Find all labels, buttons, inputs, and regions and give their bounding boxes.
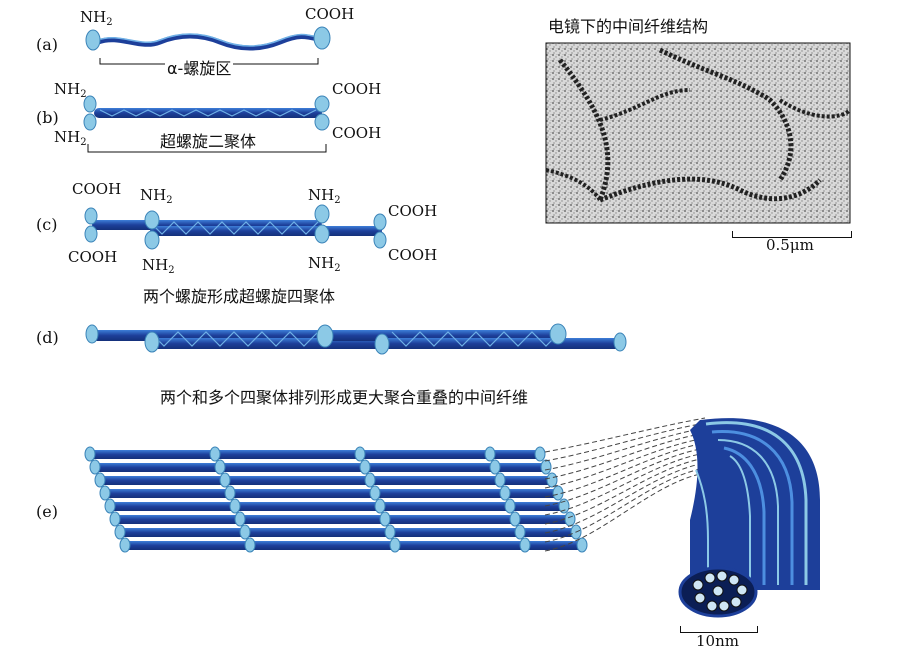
nh2-c-left-top: NH2 <box>140 186 173 206</box>
em-scale-bar <box>732 231 852 238</box>
cooh-b-bottom: COOH <box>332 124 382 142</box>
cooh-b-top: COOH <box>332 80 382 98</box>
cooh-c-left-bottom: COOH <box>68 248 118 266</box>
dimer-b <box>83 95 330 153</box>
label-e: (e) <box>36 502 58 521</box>
em-scale-label: 0.5μm <box>766 236 814 254</box>
em-micrograph <box>545 42 852 224</box>
filament-sheet-e <box>84 446 588 553</box>
nh2-c-left-bottom: NH2 <box>142 256 175 276</box>
nh2-a: NH2 <box>80 8 113 28</box>
cooh-a: COOH <box>305 5 355 23</box>
tetramer-caption: 两个螺旋形成超螺旋四聚体 <box>143 287 336 306</box>
fiber-scale-label: 10nm <box>696 632 739 650</box>
nh2-c-right-bottom: NH2 <box>308 254 341 274</box>
label-a: (a) <box>36 35 59 54</box>
nh2-b-top: NH2 <box>54 80 87 100</box>
dimer-bracket <box>87 144 327 153</box>
connector-lines <box>544 417 706 552</box>
dimer-caption: 超螺旋二聚体 <box>160 132 257 151</box>
label-c: (c) <box>36 215 58 234</box>
fiber-rope <box>678 418 820 618</box>
fiber-cross-section <box>692 570 748 612</box>
label-b: (b) <box>36 108 59 127</box>
tetramer-c <box>84 204 387 250</box>
cooh-c-right-bottom: COOH <box>388 246 438 264</box>
c-terminal-head <box>313 26 331 50</box>
protofilament-d <box>85 323 627 355</box>
em-title: 电镜下的中间纤维结构 <box>548 17 709 36</box>
filament-caption: 两个和多个四聚体排列形成更大聚合重叠的中间纤维 <box>160 388 529 407</box>
nh2-c-right-top: NH2 <box>308 186 341 206</box>
fiber-scale-bar <box>680 626 758 633</box>
n-terminal-head <box>85 29 101 51</box>
cooh-c-left-top: COOH <box>72 180 122 198</box>
label-d: (d) <box>36 328 59 347</box>
alpha-helix-caption: α-螺旋区 <box>165 55 234 79</box>
cooh-c-right-top: COOH <box>388 202 438 220</box>
nh2-b-bottom: NH2 <box>54 128 87 148</box>
